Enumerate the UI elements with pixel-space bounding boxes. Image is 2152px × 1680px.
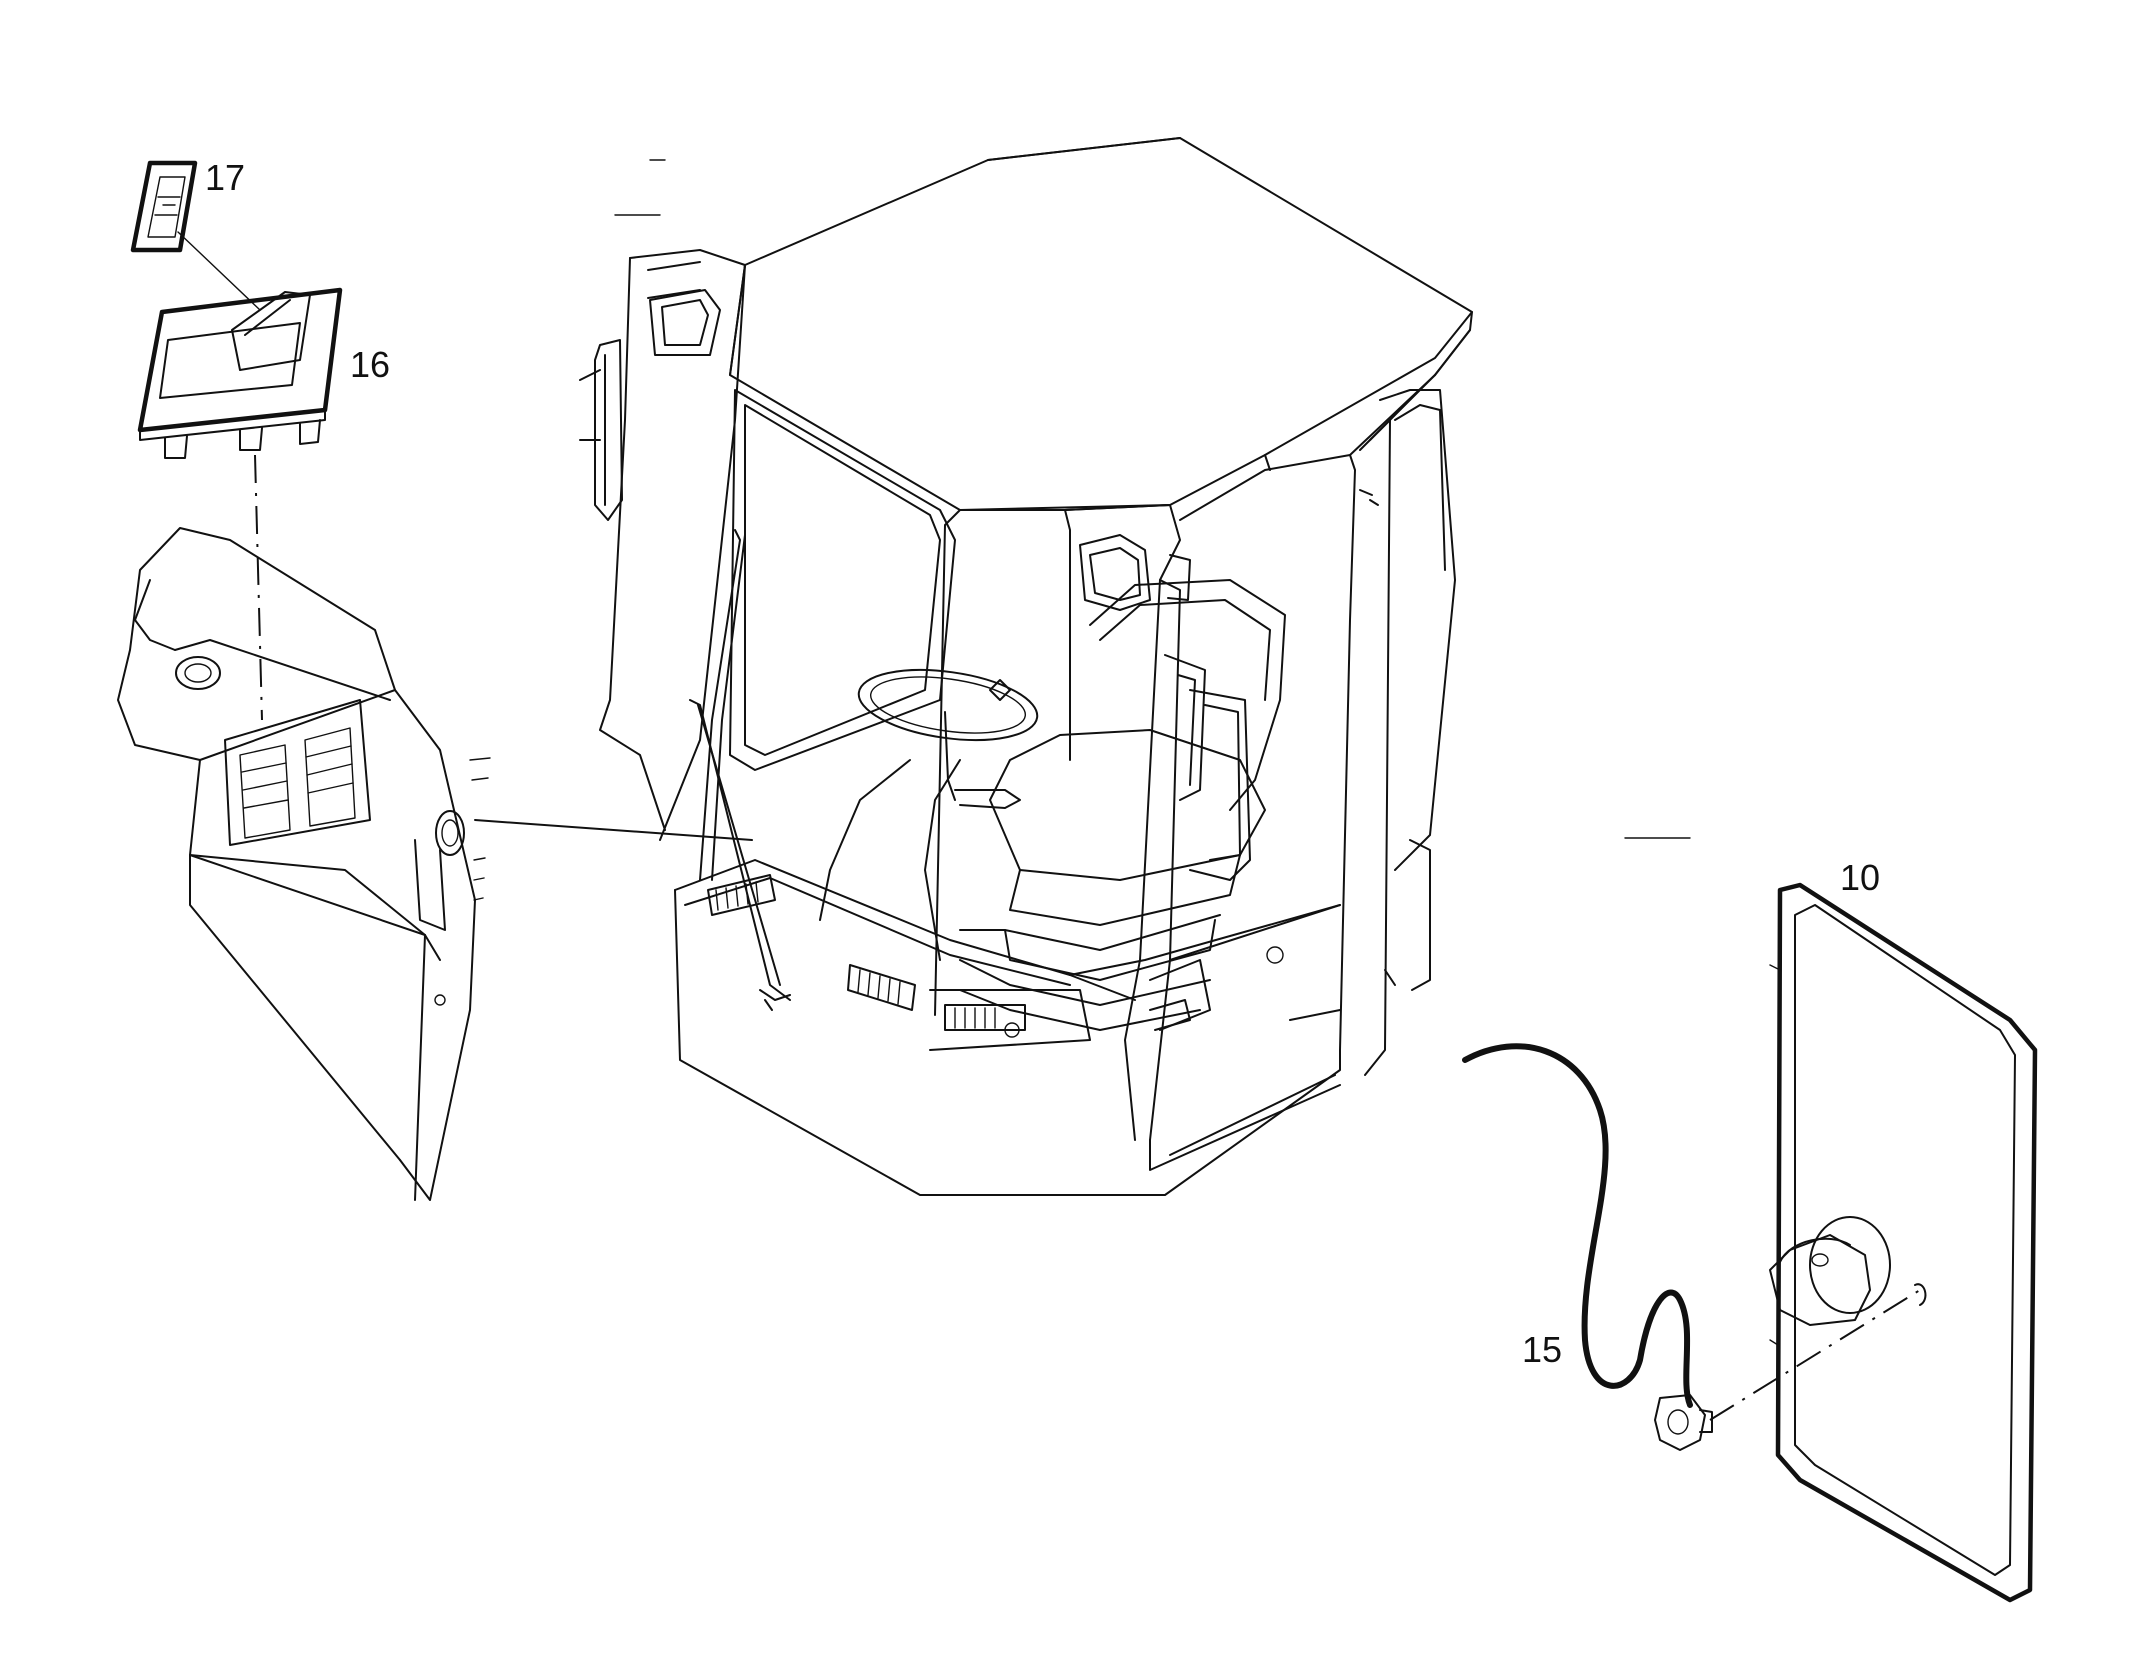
callout-16: 16 <box>350 344 390 385</box>
assembly-line-15 <box>1709 1289 1921 1421</box>
leader-17 <box>177 231 261 311</box>
operator-cab <box>579 137 1473 1196</box>
assembly-line-16 <box>254 454 263 721</box>
callout-15: 15 <box>1522 1329 1562 1370</box>
part-16-rocker-switch <box>137 287 343 459</box>
part-15-cable <box>1462 1043 1713 1451</box>
stray-marks <box>614 159 1691 839</box>
callout-17: 17 <box>205 157 245 198</box>
dashboard-console <box>117 527 491 1201</box>
part-17-switch-cap <box>130 160 198 253</box>
callout-10: 10 <box>1840 857 1880 898</box>
part-10-mirror <box>1769 882 2038 1603</box>
leader-console <box>474 819 753 841</box>
